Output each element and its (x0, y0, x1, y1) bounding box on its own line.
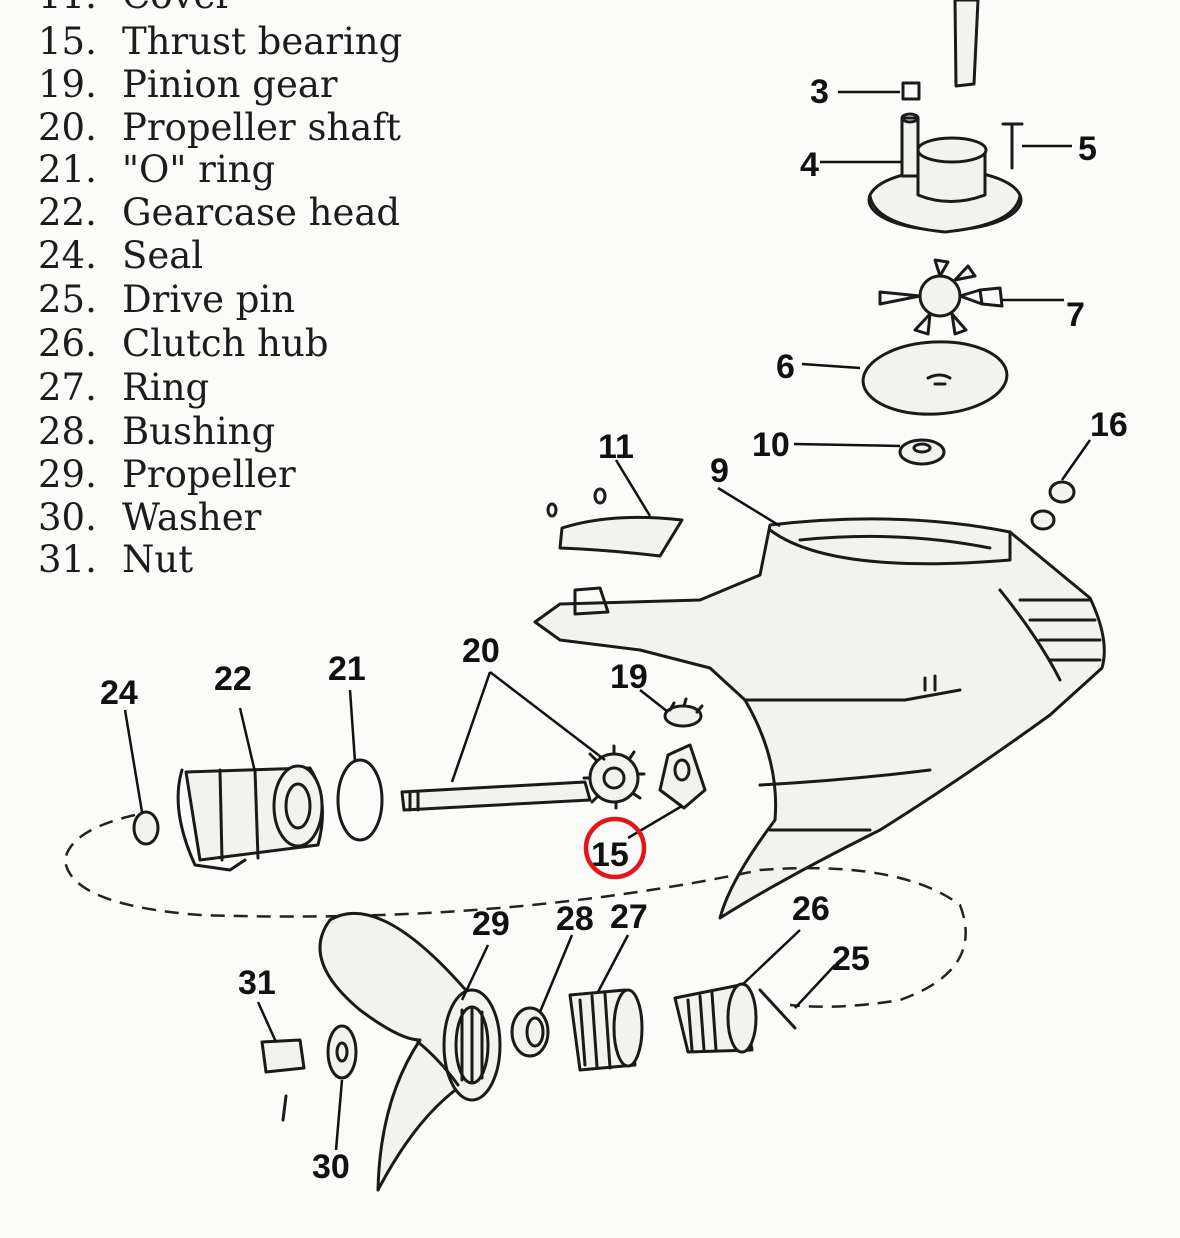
callout-31: 31 (238, 964, 276, 1002)
legend-number: 21. (38, 148, 97, 191)
legend-label: Washer (122, 496, 262, 539)
legend-label: Thrust bearing (122, 20, 402, 63)
legend-label: Cover (122, 0, 233, 17)
part-callouts: 3 4 5 6 7 9 10 11 16 19 20 21 22 24 25 2… (100, 73, 1128, 1186)
part-29-propeller (318, 911, 502, 1192)
part-6-plate (861, 340, 1009, 416)
legend-row: 19. Pinion gear (38, 63, 338, 106)
legend-number: 25. (38, 278, 97, 321)
legend-number: 28. (38, 410, 97, 453)
legend-label: Gearcase head (122, 191, 400, 234)
part-22-gearcase-head (176, 764, 324, 872)
part-31-nut (260, 1038, 306, 1122)
legend-row: 25. Drive pin (38, 278, 295, 321)
legend-row: 15. Thrust bearing (38, 20, 402, 63)
legend-row: 29. Propeller (38, 453, 296, 496)
legend-row: 27. Ring (38, 366, 209, 409)
callout-9: 9 (710, 452, 729, 490)
legend-row: 24. Seal (38, 234, 203, 277)
parts-legend: 11. Cover 15. Thrust bearing 19. Pinion … (38, 0, 402, 581)
part-10-seal (898, 438, 946, 466)
callout-11: 11 (598, 428, 634, 466)
legend-row: 26. Clutch hub (38, 322, 329, 365)
part-30-washer (326, 1024, 358, 1080)
assembly-dashed-line (63, 813, 967, 1008)
callout-4: 4 (800, 146, 819, 184)
callout-27: 27 (610, 898, 648, 936)
part-9-gearcase (533, 517, 1106, 920)
legend-label: Nut (122, 538, 193, 581)
part-15-thrust-bearing (658, 743, 707, 810)
part-16-nut (1030, 480, 1076, 531)
legend-number: 29. (38, 453, 97, 496)
callout-10: 10 (752, 426, 790, 464)
part-28-bushing (510, 1006, 550, 1058)
part-20-propeller-shaft (400, 744, 646, 812)
callout-26: 26 (792, 890, 830, 928)
legend-number: 27. (38, 366, 97, 409)
legend-label: Bushing (122, 410, 275, 453)
part-25-drive-pin (758, 988, 797, 1030)
callout-5: 5 (1078, 130, 1097, 168)
callout-28: 28 (556, 900, 594, 938)
legend-row: 21. "O" ring (38, 148, 275, 191)
legend-number: 20. (38, 106, 97, 149)
legend-label: Propeller (122, 453, 296, 496)
legend-number: 24. (38, 234, 97, 277)
callout-24: 24 (100, 674, 138, 712)
part-5-screw (1001, 122, 1024, 170)
legend-number: 31. (38, 538, 97, 581)
leader-lines (123, 90, 1092, 1151)
callout-29: 29 (472, 905, 510, 943)
legend-label: Drive pin (122, 278, 295, 321)
legend-row: 20. Propeller shaft (38, 106, 401, 149)
part-11-cover (546, 487, 684, 558)
legend-label: Seal (122, 234, 203, 277)
part-21-o-ring (336, 758, 384, 842)
part-7-impeller (878, 258, 1004, 336)
legend-row: 11. Cover (38, 0, 233, 17)
legend-number: 30. (38, 496, 97, 539)
part-26-clutch-hub (673, 982, 758, 1054)
callout-15: 15 (591, 836, 629, 874)
legend-number: 15. (38, 20, 97, 63)
part-3-key (901, 81, 921, 101)
legend-number: 22. (38, 191, 97, 234)
callout-3: 3 (810, 73, 829, 111)
part-4-pump-housing (867, 112, 1023, 234)
legend-number: 19. (38, 63, 97, 106)
part-19-pinion-gear (663, 697, 704, 728)
drive-shaft (953, 0, 980, 88)
callout-25: 25 (832, 940, 870, 978)
callout-6: 6 (776, 348, 795, 386)
legend-label: Clutch hub (122, 322, 329, 365)
callout-30: 30 (312, 1148, 350, 1186)
callout-15-highlighted: 15 (583, 816, 647, 880)
highlight-circle (583, 816, 647, 880)
legend-row: 22. Gearcase head (38, 191, 400, 234)
legend-label: Pinion gear (122, 63, 338, 106)
legend-label: "O" ring (122, 148, 275, 191)
legend-number: 26. (38, 322, 97, 365)
legend-row: 28. Bushing (38, 410, 275, 453)
part-27-ring (568, 988, 644, 1072)
callout-7: 7 (1066, 296, 1085, 334)
part-24-seal (132, 810, 160, 846)
legend-number: 11. (38, 0, 97, 17)
legend-label: Propeller shaft (122, 106, 401, 149)
legend-row: 30. Washer (38, 496, 262, 539)
legend-row: 31. Nut (38, 538, 193, 581)
callout-22: 22 (214, 660, 252, 698)
callout-16: 16 (1090, 406, 1128, 444)
callout-21: 21 (328, 650, 366, 688)
legend-label: Ring (122, 366, 209, 409)
callout-20: 20 (462, 632, 500, 670)
callout-19: 19 (610, 658, 648, 696)
